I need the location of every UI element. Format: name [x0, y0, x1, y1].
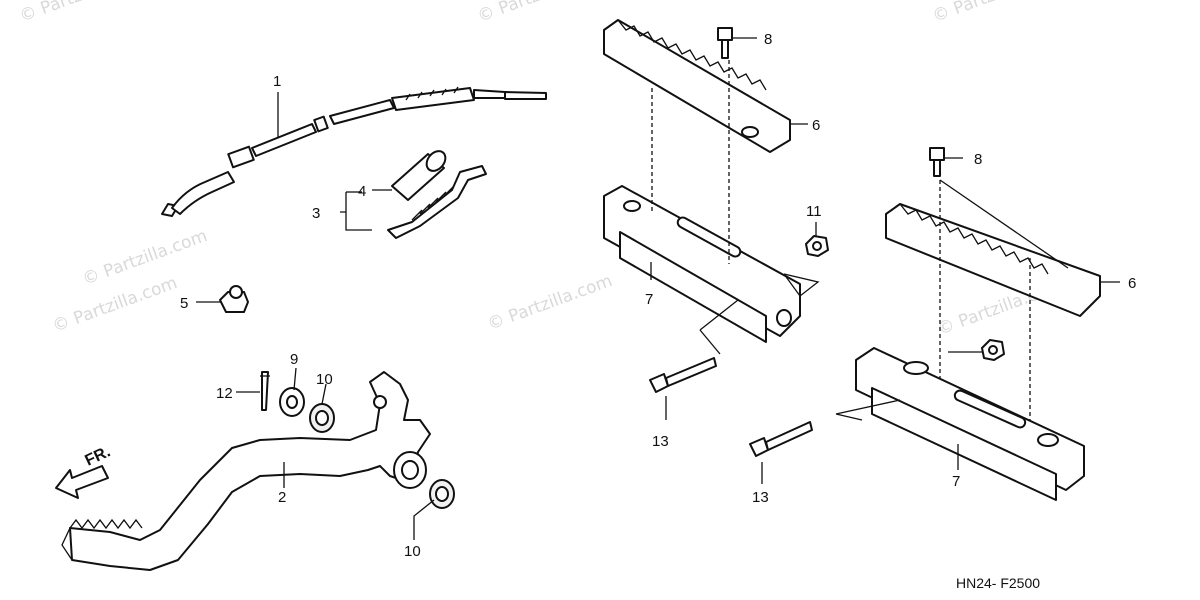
- dust-seal-upper: [309, 403, 335, 433]
- callout-8-lower: 8: [974, 151, 982, 168]
- callout-6-upper: 6: [812, 117, 820, 134]
- direction-label: FR.: [83, 443, 114, 469]
- callout-10-lower: 10: [404, 543, 421, 560]
- callout-2: 2: [278, 489, 286, 506]
- watermarks: © Partzilla.com © Partzilla.com © Partzi…: [17, 0, 1065, 340]
- callout-10-upper: 10: [316, 371, 333, 388]
- footpeg-upper: [603, 19, 791, 153]
- callouts: 1 4 3 5 9 10 12 2 10 8 6 11 7 13 8 6 7 1…: [180, 31, 1136, 560]
- callout-3: 3: [312, 205, 320, 222]
- callout-5: 5: [180, 295, 188, 312]
- watermark: © Partzilla.com: [17, 0, 147, 27]
- nut-lower: [981, 339, 1005, 361]
- watermark: © Partzilla.com: [485, 271, 615, 335]
- watermark: © Partzilla.com: [475, 0, 605, 27]
- cable-boot: [391, 150, 447, 201]
- bolt-upper: [649, 357, 717, 393]
- watermark: © Partzilla.com: [930, 0, 1060, 27]
- brake-cable: [161, 86, 547, 217]
- return-spring: [387, 165, 487, 239]
- callout-7-lower: 7: [952, 473, 960, 490]
- footpeg-bolt-lower: [929, 147, 945, 177]
- callout-4: 4: [358, 183, 366, 200]
- callout-8-upper: 8: [764, 31, 772, 48]
- footpeg-bracket-upper: [603, 185, 801, 343]
- callout-7-upper: 7: [645, 291, 653, 308]
- callout-6-lower: 6: [1128, 275, 1136, 292]
- callout-9: 9: [290, 351, 298, 368]
- dust-seal-lower: [429, 479, 455, 509]
- cotter-pin: [260, 371, 270, 411]
- footpeg-bracket-lower: [855, 347, 1085, 501]
- callout-12: 12: [216, 385, 233, 402]
- diagram-code: HN24- F2500: [956, 575, 1040, 591]
- footpeg-bolt-upper: [717, 27, 733, 59]
- front-direction-arrow: FR.: [55, 443, 114, 499]
- watermark: © Partzilla.com: [80, 226, 210, 290]
- bolt-lower: [749, 421, 813, 457]
- nut-upper: [805, 235, 829, 257]
- adjuster-nut: [219, 285, 249, 313]
- callout-13-upper: 13: [652, 433, 669, 450]
- washer: [279, 387, 305, 417]
- callout-11: 11: [806, 203, 822, 220]
- brake-pedal: [61, 371, 431, 571]
- callout-1: 1: [273, 73, 281, 90]
- leader-lines: [196, 37, 1120, 540]
- callout-13-lower: 13: [752, 489, 769, 506]
- watermark: © Partzilla.com: [50, 273, 180, 337]
